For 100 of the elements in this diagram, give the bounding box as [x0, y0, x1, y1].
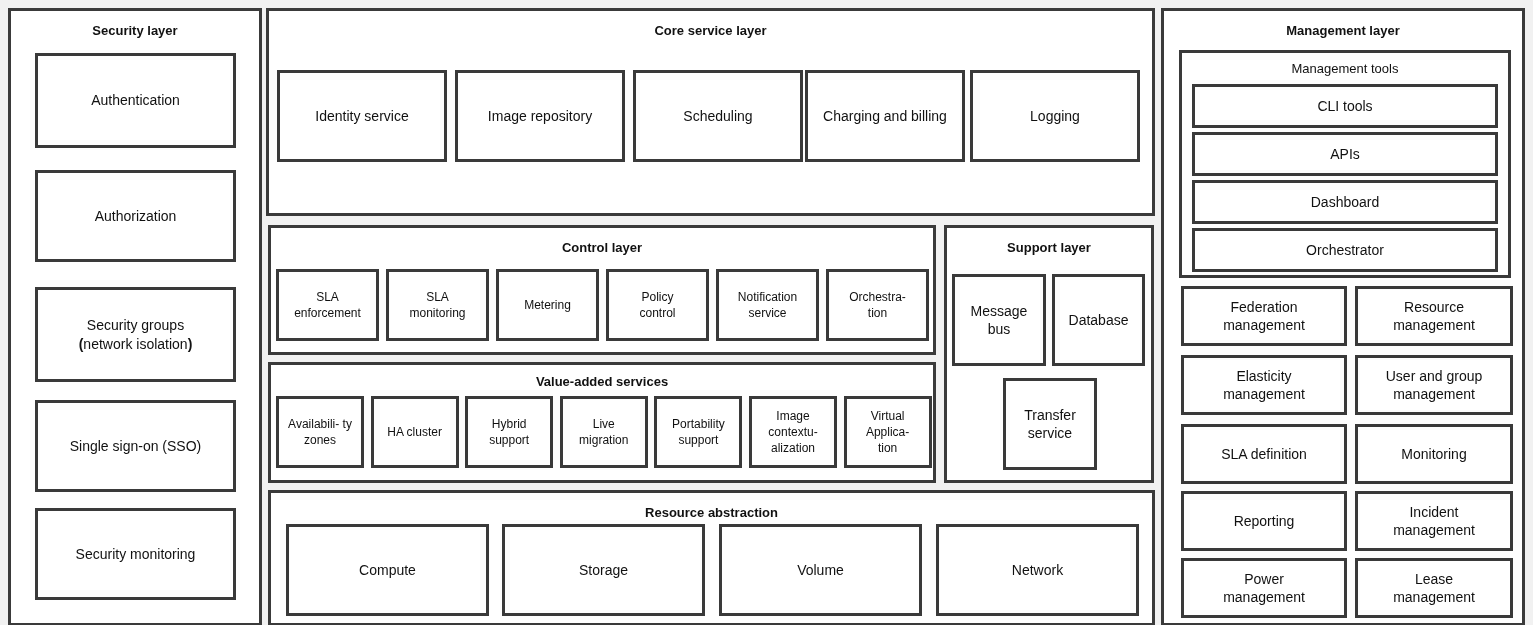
component-box [286, 524, 489, 616]
component-label: Power management [1222, 569, 1306, 607]
component-box [35, 53, 236, 148]
component-box [1003, 378, 1097, 470]
component-box [1181, 286, 1347, 346]
component-box [805, 70, 965, 162]
component-label: CLI tools [1316, 96, 1374, 116]
component-label: Storage [577, 560, 629, 580]
component-box [386, 269, 489, 341]
component-label: Orchestrator [1305, 240, 1385, 260]
component-box [1192, 228, 1498, 272]
component-box [502, 524, 705, 616]
component-box [843, 396, 932, 468]
component-box [1181, 355, 1347, 415]
component-label: Database [1067, 310, 1130, 330]
component-label: Single sign-on (SSO) [68, 436, 203, 456]
component-label: Notification service [736, 288, 799, 322]
component-box [276, 396, 364, 468]
component-label: Monitoring [1400, 444, 1468, 464]
component-label: Scheduling [682, 106, 754, 126]
component-box [35, 508, 236, 600]
component-box [1192, 84, 1498, 128]
component-box [559, 396, 648, 468]
layer-title: Control layer [560, 240, 644, 255]
component-label: Virtual Applica- tion [864, 407, 911, 457]
component-box [370, 396, 459, 468]
layer-panel [266, 8, 1155, 216]
component-label: Message bus [969, 301, 1029, 339]
component-label: Incident management [1392, 502, 1476, 540]
component-box [1355, 286, 1513, 346]
component-box [606, 269, 709, 341]
component-label: Portability support [671, 415, 726, 449]
component-label: Live migration [578, 415, 630, 449]
component-label: Metering [523, 296, 572, 314]
layer-panel [268, 225, 936, 355]
component-box [654, 396, 743, 468]
component-box [1052, 274, 1145, 366]
component-label: SLA monitoring [408, 288, 467, 322]
layer-title: Security layer [91, 23, 179, 38]
component-box [719, 524, 922, 616]
component-box [35, 287, 236, 382]
layer-panel [8, 8, 262, 625]
component-label: Transfer service [1023, 405, 1077, 443]
component-box [952, 274, 1046, 366]
component-box [1181, 491, 1347, 551]
layer-title: Core service layer [653, 23, 768, 38]
component-label: Volume [796, 560, 845, 580]
component-label: Reporting [1232, 511, 1296, 531]
component-box [716, 269, 819, 341]
component-label: Security monitoring [74, 544, 197, 564]
component-box [1355, 355, 1513, 415]
component-label: Security groups (network isolation) [77, 316, 194, 353]
component-label: Logging [1029, 106, 1081, 126]
component-box [1355, 491, 1513, 551]
layer-title: Management layer [1285, 23, 1401, 38]
component-label: HA cluster [386, 423, 443, 441]
component-label: SLA definition [1220, 444, 1308, 464]
component-box [1355, 558, 1513, 618]
layer-title: Management tools [1290, 61, 1400, 76]
component-label: Identity service [314, 106, 410, 126]
layer-panel [944, 225, 1154, 483]
component-box [35, 400, 236, 492]
component-box [276, 269, 379, 341]
component-label: Image repository [486, 106, 594, 126]
component-label: User and group management [1384, 366, 1484, 404]
component-box [35, 170, 236, 262]
component-box [1192, 180, 1498, 224]
layer-panel [268, 490, 1155, 625]
component-box [970, 70, 1140, 162]
component-label: Network [1010, 560, 1065, 580]
component-label: Charging and billing [822, 106, 948, 126]
layer-title: Support layer [1006, 240, 1092, 255]
component-box [826, 269, 929, 341]
component-label: Orchestra- tion [848, 288, 907, 322]
component-box [1181, 424, 1347, 484]
component-box [1192, 132, 1498, 176]
component-label: SLA enforcement [293, 288, 362, 322]
component-box [936, 524, 1139, 616]
component-box [277, 70, 447, 162]
component-box [633, 70, 803, 162]
component-label: Federation management [1222, 297, 1306, 335]
component-label: Compute [358, 560, 417, 580]
component-box [455, 70, 625, 162]
layer-panel [268, 362, 936, 483]
component-box [465, 396, 554, 468]
component-label: Authentication [90, 91, 181, 110]
layer-title: Resource abstraction [644, 505, 779, 520]
component-label: Lease management [1392, 569, 1476, 607]
component-label: Policy control [638, 288, 677, 322]
layer-panel [1179, 50, 1511, 278]
component-box [749, 396, 837, 468]
component-label: Resource management [1392, 297, 1476, 335]
component-box [1355, 424, 1513, 484]
component-label: Authorization [93, 206, 178, 226]
component-box [496, 269, 599, 341]
component-box [1181, 558, 1347, 618]
component-label: APIs [1329, 144, 1361, 164]
layer-panel [1161, 8, 1525, 625]
component-label: Hybrid support [488, 415, 531, 449]
layer-title: Value-added services [534, 374, 670, 389]
